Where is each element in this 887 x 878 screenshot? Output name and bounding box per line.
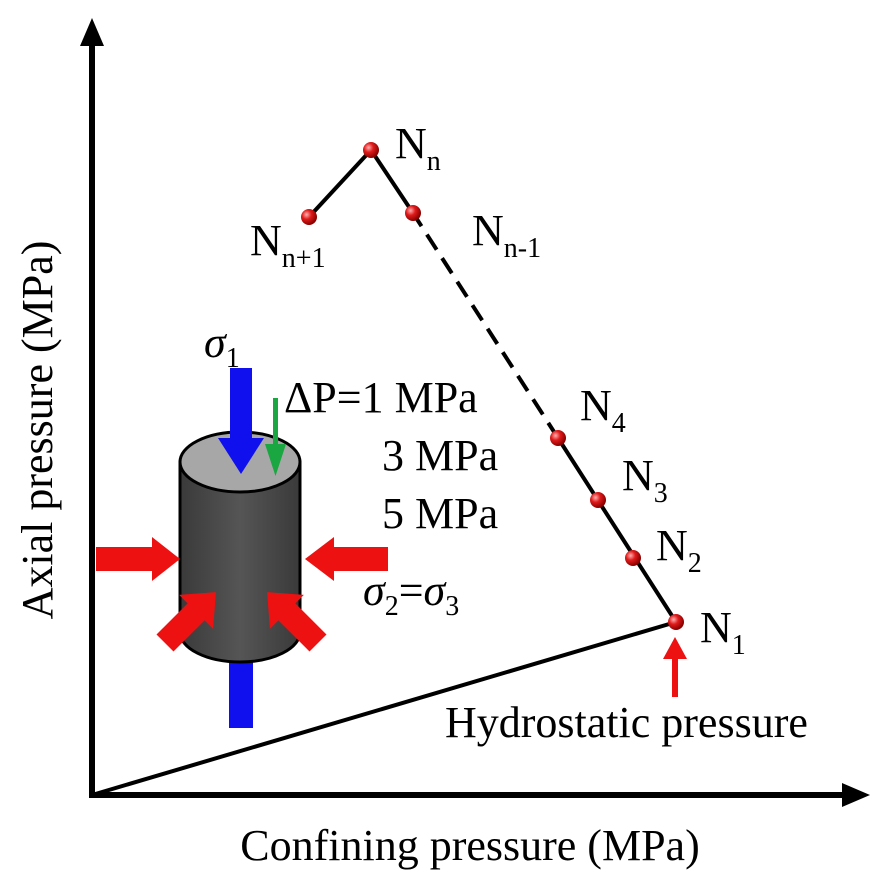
specimen-diagram xyxy=(96,368,388,728)
point-nn xyxy=(363,142,379,158)
axes xyxy=(80,18,870,807)
confining-arrow-left-shaft xyxy=(96,547,156,571)
point-nn+1 xyxy=(301,209,317,225)
delta-p-label: ΔP=1 MPa xyxy=(284,373,478,422)
confining-arrow-front-left xyxy=(156,592,216,652)
label-n1: N1 xyxy=(700,603,746,661)
point-n2 xyxy=(625,550,641,566)
axial-arrow-head xyxy=(218,438,264,474)
x-axis-arrowhead xyxy=(842,783,870,807)
hydrostatic-line xyxy=(91,620,677,797)
delta-arrow-head xyxy=(265,444,286,476)
delta-p-value-3: 3 MPa xyxy=(382,431,498,480)
delta-arrow-shaft xyxy=(273,398,278,448)
hydrostatic-label: Hydrostatic pressure xyxy=(445,698,808,747)
axial-arrow-shaft xyxy=(230,368,252,440)
label-n2: N2 xyxy=(656,521,702,579)
y-axis-arrowhead xyxy=(80,18,104,46)
point-n4 xyxy=(550,430,566,446)
stress-path xyxy=(307,148,678,624)
sigma23-label: σ2=σ3 xyxy=(363,566,459,622)
point-n3 xyxy=(590,492,606,508)
label-n4: N4 xyxy=(580,381,626,439)
label-nn: Nn xyxy=(395,119,441,177)
confining-arrow-front-right xyxy=(267,592,327,652)
point-n1 xyxy=(668,614,684,630)
label-nn-1: Nn-1 xyxy=(472,206,541,264)
delta-p-value-5: 5 MPa xyxy=(382,489,498,538)
point-nn-1 xyxy=(405,205,421,221)
label-n3: N3 xyxy=(622,451,668,509)
confining-arrow-right-shaft xyxy=(330,547,388,571)
path-segment-nn-nn+1 xyxy=(307,148,373,219)
path-segment-n1-n4 xyxy=(556,436,678,624)
confining-arrow-left-head xyxy=(152,537,180,581)
sigma1-label: σ1 xyxy=(204,318,240,374)
path-points xyxy=(301,142,684,630)
y-axis-label: Axial pressure (MPa) xyxy=(13,241,62,620)
path-segment-dashed xyxy=(411,211,560,440)
label-nn+1: Nn+1 xyxy=(250,216,326,274)
path-segment-nn1-nn xyxy=(369,148,415,215)
hydrostatic-arrow xyxy=(663,637,687,697)
confining-arrow-right-head xyxy=(305,537,334,581)
x-axis-label: Confining pressure (MPa) xyxy=(240,821,700,870)
